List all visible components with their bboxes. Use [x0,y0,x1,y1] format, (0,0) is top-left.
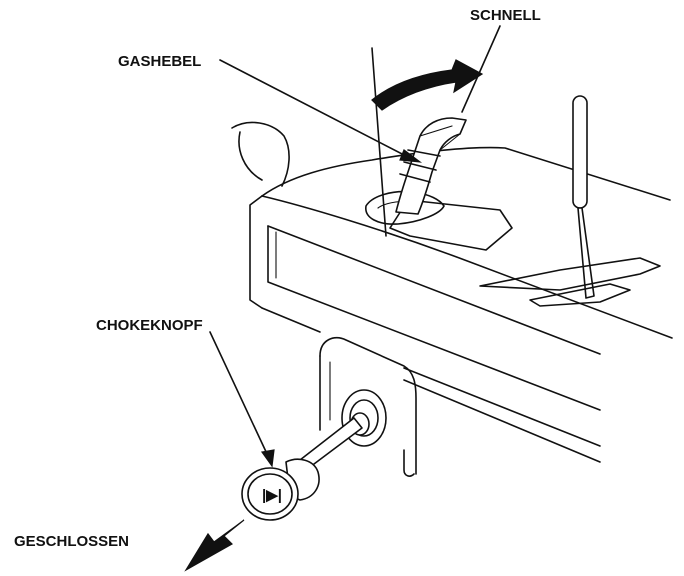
choke-symbol: |▶| [262,487,282,504]
gear-lever [480,96,660,306]
chokeknopf-leader-line [210,332,274,466]
gashebel-leader-line [220,60,420,162]
label-geschlossen: GESCHLOSSEN [14,533,129,550]
throttle-plate [366,192,512,250]
choke-housing [320,338,416,474]
choke-knob[interactable]: |▶| [242,418,362,520]
label-schnell: SCHNELL [470,7,541,24]
throttle-lever[interactable] [396,118,466,214]
geschlossen-direction-arrow [186,520,244,570]
label-chokeknopf: CHOKEKNOPF [96,317,203,334]
label-gashebel: GASHEBEL [118,53,201,70]
